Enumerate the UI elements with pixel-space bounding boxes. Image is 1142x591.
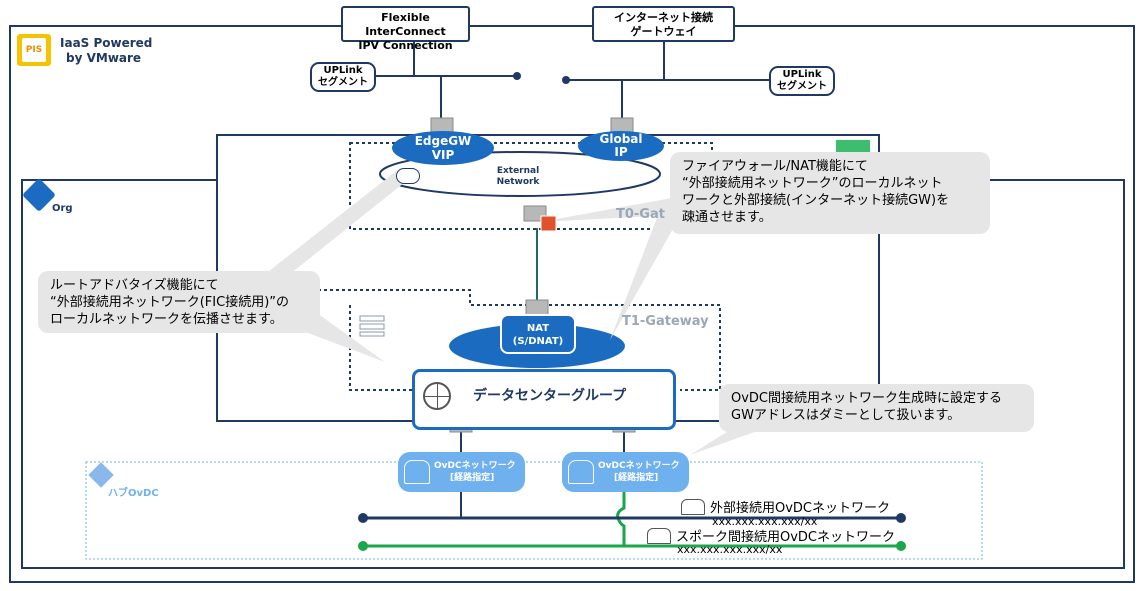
- t1-gateway-label: T1-Gateway: [622, 314, 709, 329]
- outer-frame: [9, 25, 1135, 583]
- logo-text: PIS: [22, 38, 46, 62]
- uplink-segment-right: UPLink セグメント: [769, 66, 835, 96]
- spoke-ovdc-network-name: スポーク間接続用OvDCネットワーク: [676, 530, 896, 545]
- ovdc-network-1: OvDCネットワーク [経路指定]: [398, 452, 525, 492]
- edge-gw-vip: EdgeGW VIP: [392, 131, 494, 165]
- cloud-icon: [396, 168, 420, 184]
- internet-line2: ゲートウェイ: [630, 25, 697, 38]
- callout-route-advertise: ルートアドバタイズ機能にて “外部接続用ネットワーク(FIC接続用)”の ローカ…: [38, 271, 320, 333]
- external-ovdc-network-address: xxx.xxx.xxx.xxx/xx: [712, 515, 818, 528]
- nat-badge: NAT (S/DNAT): [500, 314, 576, 354]
- datacenter-group-label: データセンターグループ: [473, 388, 627, 404]
- t1-router-icon: [358, 315, 386, 337]
- network-icon: [568, 460, 594, 484]
- external-ovdc-network-name: 外部接続用OvDCネットワーク: [710, 501, 891, 516]
- external-network-icon: [681, 499, 705, 515]
- callout-firewall-nat: ファイアウォール/NAT機能にて “外部接続用ネットワーク”のローカルネット ワ…: [670, 152, 990, 234]
- logo-title-1: IaaS Powered: [60, 36, 153, 50]
- network-icon: [404, 460, 430, 484]
- org-label: Org: [52, 203, 73, 214]
- fic-connection-box: Flexible InterConnect IPV Connection: [341, 6, 470, 52]
- spoke-ovdc-network-address: xxx.xxx.xxx.xxx/xx: [677, 543, 783, 556]
- hub-ovdc-area: [85, 461, 983, 560]
- spoke-network-icon: [647, 528, 671, 544]
- logo-title-2: by VMware: [66, 51, 142, 65]
- datacenter-group: データセンターグループ: [412, 369, 676, 430]
- internet-gateway-box: インターネット接続 ゲートウェイ: [592, 6, 735, 42]
- external-network-label: External Network: [496, 166, 540, 187]
- uplink-segment-left: UPLink セグメント: [310, 62, 376, 92]
- callout-gw-dummy: OvDC間接続用ネットワーク生成時に設定する GWアドレスはダミーとして扱います…: [719, 384, 1034, 432]
- global-ip: Global IP: [578, 131, 664, 161]
- ovdc-network-2: OvDCネットワーク [経路指定]: [562, 452, 689, 492]
- firewall-icon: [540, 215, 557, 232]
- fic-line1: Flexible InterConnect: [365, 11, 446, 38]
- internet-line1: インターネット接続: [614, 11, 713, 24]
- globe-icon: [423, 382, 451, 410]
- org-box: [21, 179, 1125, 569]
- logo: PIS: [17, 34, 51, 66]
- t0-gateway-label: T0-Gat: [616, 207, 665, 222]
- hub-ovdc-label: ハブOvDC: [108, 488, 159, 499]
- fic-line2: IPV Connection: [358, 39, 453, 52]
